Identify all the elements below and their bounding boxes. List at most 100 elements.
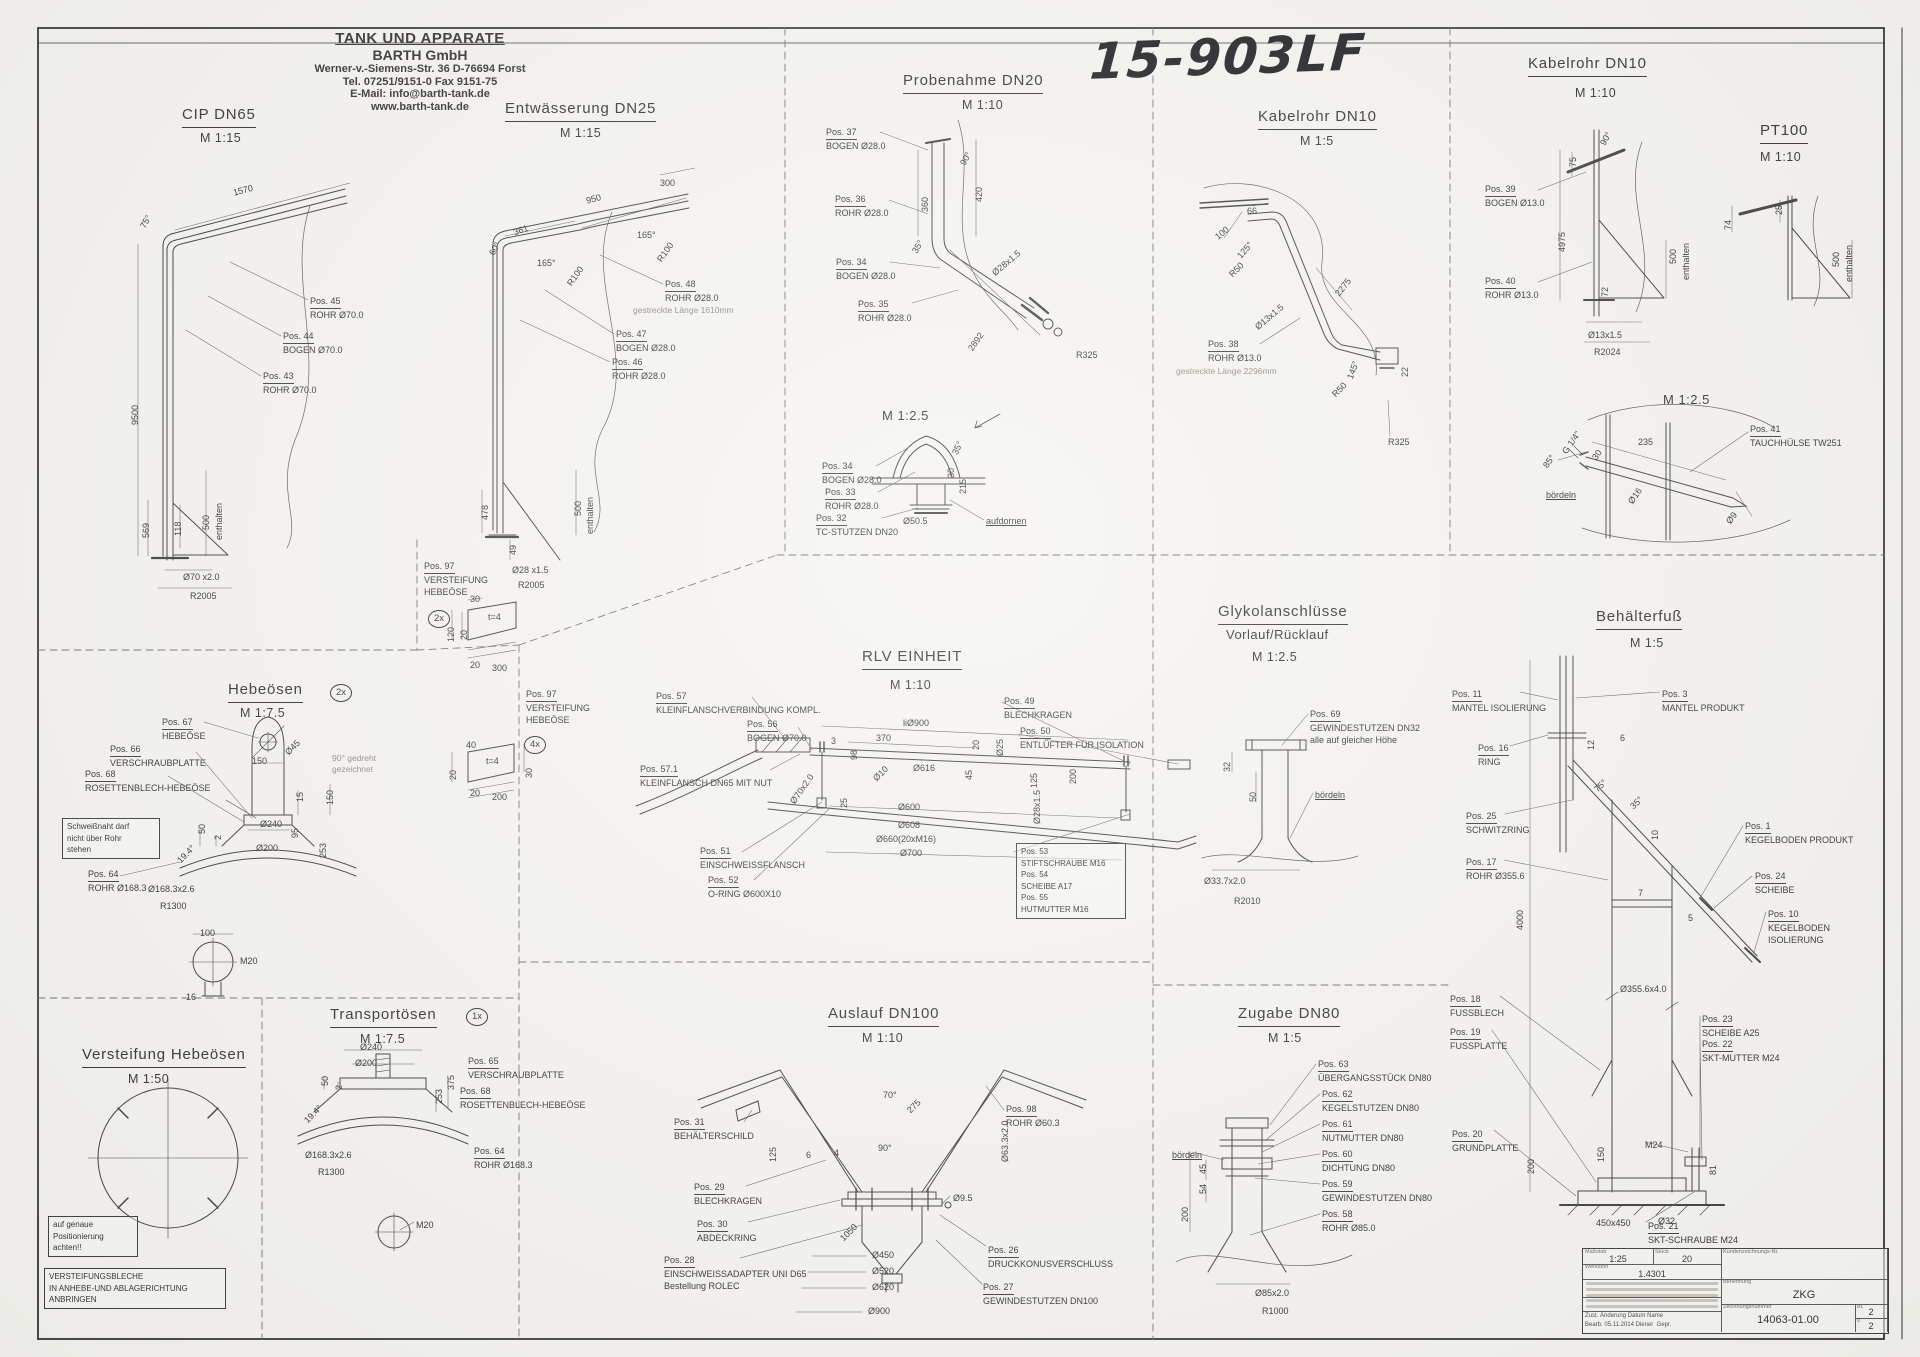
versteifung_hebeoesen-title-0: Versteifung Hebeösen bbox=[82, 1046, 246, 1068]
auslauf-dim-14: 1050 bbox=[838, 1221, 860, 1244]
versteifung_hebeoesen-box-3: VERSTEIFUNGSBLECHE IN ANHEBE-UND ABLAGER… bbox=[44, 1268, 226, 1309]
kabelrohr10-dim-10: Ø13x1.5 bbox=[1588, 330, 1623, 340]
versteifung1-dim-4: 20 bbox=[459, 629, 469, 640]
transportoesen-dim-11: 19.4° bbox=[302, 1103, 325, 1126]
kabelrohr5-dim-2: 66 bbox=[1247, 206, 1258, 216]
kabelrohr10-dim-6: 4975 bbox=[1557, 231, 1567, 252]
kunde-label: Kundenzeichnungs-Nr. bbox=[1723, 1249, 1779, 1255]
entwaesserung-dim-4: 300 bbox=[660, 178, 676, 188]
kabelrohr5-note-9: gestreckte Länge 2296mm bbox=[1176, 366, 1277, 376]
hebeoesen-dim-17: 253 bbox=[318, 842, 328, 858]
company-phone: Tel. 07251/9151-0 Fax 9151-75 bbox=[342, 75, 498, 88]
tauchhuelse-dim-8: Ø9 bbox=[1724, 510, 1740, 526]
behaelterfuss-scale-1: M 1:5 bbox=[1630, 636, 1664, 650]
kabelrohr10-dim-5: 90° bbox=[1598, 130, 1614, 147]
stueck-value: 20 bbox=[1681, 1254, 1692, 1264]
pt100-dim-4: 500 bbox=[1831, 251, 1841, 267]
rlv-dim-16: 125 bbox=[1029, 772, 1039, 788]
zugabe-dim-8: bördeln bbox=[1172, 1150, 1203, 1160]
behaelterfuss-dim-27: 450x450 bbox=[1596, 1218, 1631, 1228]
cip-dim-7: 9500 bbox=[130, 404, 140, 425]
hebeoesen-dim-10: 150 bbox=[325, 789, 335, 805]
transportoesen-dim-10: 253 bbox=[434, 1088, 444, 1104]
kabelrohr10-dim-9: enthalten bbox=[1681, 242, 1691, 280]
versteifung2-badge-1: 4x bbox=[524, 736, 547, 754]
kabelrohr5-dim-13: R325 bbox=[1388, 437, 1410, 447]
rlv-dim-9: 98 bbox=[849, 749, 859, 760]
hebeoesen-title-0: Hebeösen bbox=[228, 681, 303, 703]
behaelterfuss-dim-5: 12 bbox=[1586, 739, 1596, 750]
entwaesserung-dim-8: 165° bbox=[637, 230, 656, 240]
hebeoesen-scale-2: M 1:7.5 bbox=[240, 706, 286, 720]
entwaesserung-dim-7: R100 bbox=[565, 264, 586, 288]
versteifung1-dim-6: 20 bbox=[470, 660, 481, 670]
zugabe-dim-9: 45 bbox=[1198, 1163, 1208, 1174]
entwaesserung-note-11: gestreckte Länge 1610mm bbox=[633, 305, 734, 315]
tauchhuelse-dim-7: Ø16 bbox=[1626, 486, 1644, 506]
auslauf-dim-16: Ø450 bbox=[872, 1250, 895, 1260]
auslauf-dim-3: 275 bbox=[905, 1097, 923, 1116]
hebeoesen-dim-16: Ø200 bbox=[256, 843, 279, 853]
hebeoesen-dim-24: 16 bbox=[186, 992, 197, 1002]
glykol-dim-6: bördeln bbox=[1315, 790, 1346, 800]
zeichnungsnummer-value: 14063-01.00 bbox=[1757, 1314, 1819, 1326]
glykol-dim-4: 32 bbox=[1222, 761, 1232, 772]
transportoesen-dim-12: Ø168.3x2.6 bbox=[305, 1150, 352, 1160]
kabelrohr10-dim-7: 72 bbox=[1600, 286, 1610, 297]
company-email: E-Mail: info@barth-tank.de bbox=[350, 88, 490, 101]
pt100-dim-2: 74 bbox=[1723, 219, 1733, 230]
probenahme-dim-6: 90° bbox=[958, 150, 974, 167]
kabelrohr5-dim-7: Ø13x1.5 bbox=[1253, 302, 1286, 332]
entwaesserung-drawing bbox=[481, 167, 696, 561]
rlv-title-0: RLV EINHEIT bbox=[862, 648, 963, 670]
transportoesen-dim-6: Ø200 bbox=[355, 1058, 378, 1068]
versteifung1-badge-1: 2x bbox=[428, 610, 451, 628]
probenahme-dim-18: 215 bbox=[958, 478, 968, 494]
rlv-dim-15: 45 bbox=[964, 769, 974, 780]
auslauf-dim-7: 125 bbox=[768, 1146, 778, 1162]
kabelrohr5-scale-1: M 1:5 bbox=[1300, 134, 1334, 148]
transportoesen-dim-5: Ø240 bbox=[360, 1042, 383, 1052]
versteifung1-dim-7: 300 bbox=[492, 663, 508, 673]
werkstoff-label: Werkstoff bbox=[1585, 1264, 1609, 1270]
versteifung2-dim-5: 30 bbox=[524, 767, 534, 778]
hebeoesen-drawing bbox=[119, 716, 357, 997]
glykol-scale-2: M 1:2.5 bbox=[1252, 650, 1298, 664]
rlv-dim-18: 25 bbox=[839, 797, 849, 808]
hebeoesen-dim-22: 100 bbox=[200, 928, 216, 938]
versteifung-m150-drawing bbox=[87, 1077, 249, 1239]
versteifung1-dim-2: 30 bbox=[470, 594, 481, 604]
probenahme-drawing bbox=[871, 119, 1063, 521]
transportoesen-dim-9: 375 bbox=[446, 1074, 456, 1090]
probenahme-dim-19: 35° bbox=[950, 439, 965, 457]
benennung-value: ZKG bbox=[1792, 1289, 1816, 1301]
rlv-dim-6: liØ900 bbox=[903, 718, 930, 728]
hebeoesen-dim-11: Ø240 bbox=[260, 819, 283, 829]
probenahme-scale-1: M 1:10 bbox=[962, 98, 1004, 112]
kabelrohr5-dim-12: 22 bbox=[1400, 366, 1410, 377]
glykol-dim-5: 50 bbox=[1248, 791, 1258, 802]
benennung-label: Benennung bbox=[1723, 1279, 1752, 1285]
versteifung1-dim-5: t=4 bbox=[488, 612, 501, 622]
